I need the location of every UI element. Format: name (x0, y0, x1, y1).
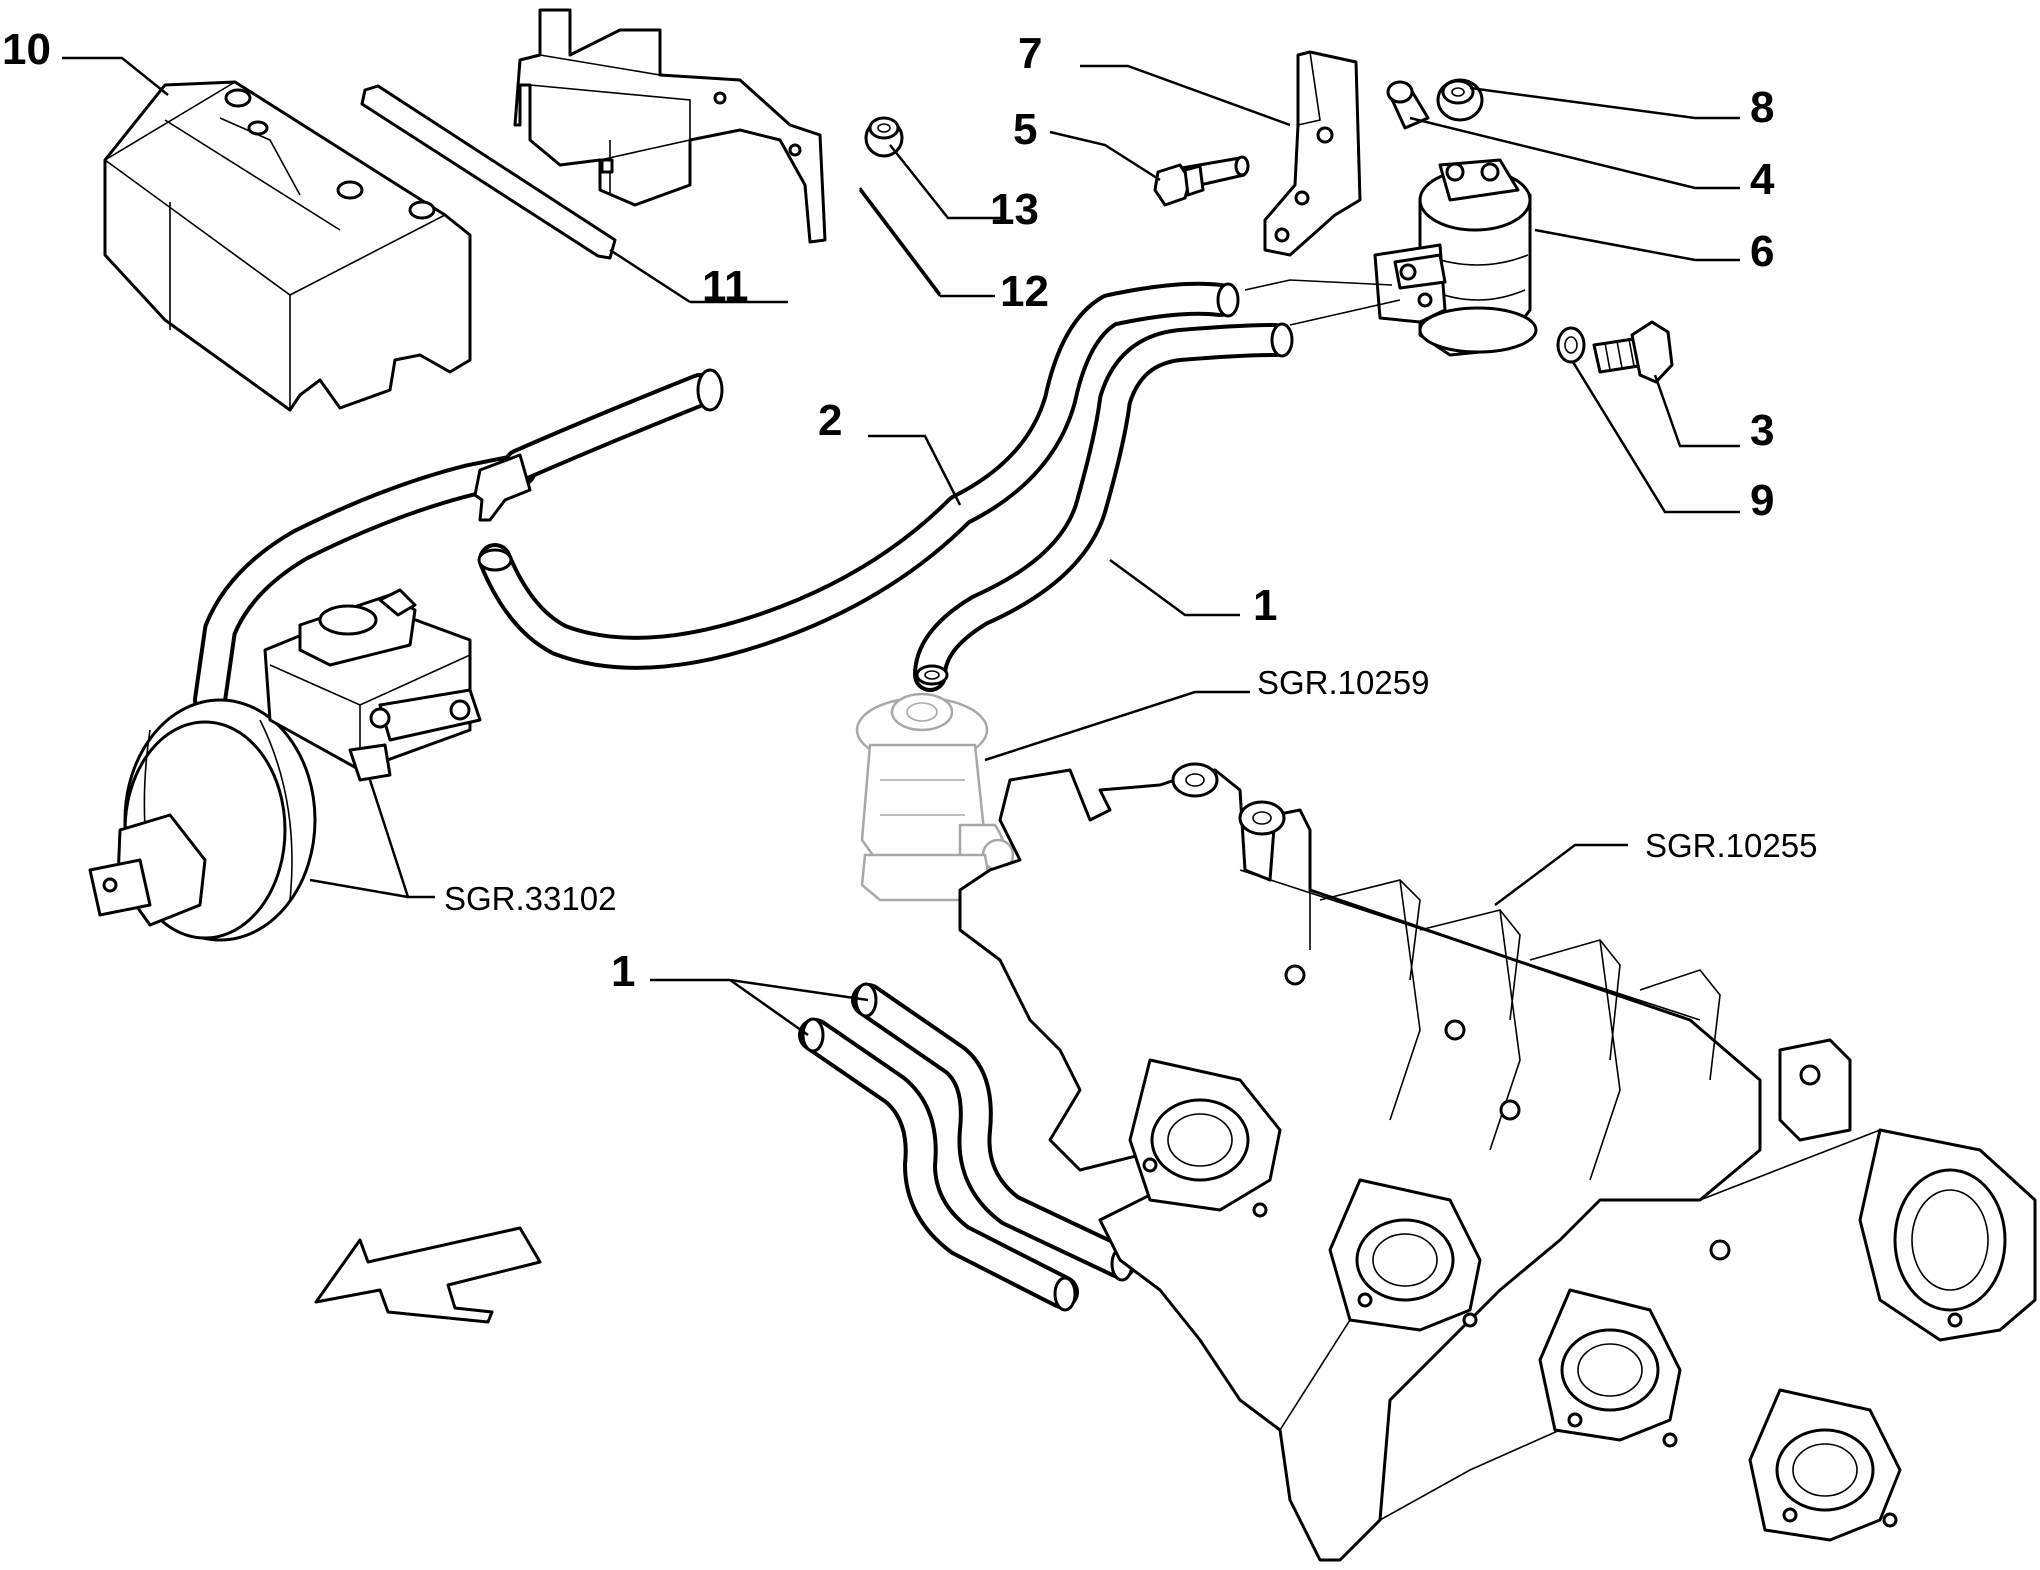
callout-5: 5 (1013, 105, 1037, 154)
brake-booster-assembly (88, 588, 482, 942)
part-3-bolt (1592, 320, 1674, 384)
part-6-solenoid-valve (1373, 158, 1538, 357)
part-9-washer (1556, 326, 1586, 364)
callout-9: 9 (1750, 476, 1774, 525)
direction-arrow-icon (314, 1226, 542, 1324)
callout-1-upper: 1 (1253, 581, 1277, 630)
callout-4: 4 (1750, 155, 1775, 204)
leader-lines (62, 56, 1740, 1037)
egr-valve-reference (855, 692, 1015, 902)
callout-8: 8 (1750, 83, 1774, 132)
callout-7: 7 (1018, 29, 1042, 78)
hose-part-1-lower (798, 982, 1137, 1312)
reference-intake-manifold: SGR.10255 (1645, 827, 1817, 864)
reference-egr-valve: SGR.10259 (1257, 664, 1429, 701)
part-11-sealing-strip (360, 84, 617, 260)
part-12-bracket (513, 8, 827, 244)
callout-1-lower: 1 (611, 947, 635, 996)
assembly-guide-lines (1244, 279, 1401, 326)
brake-vacuum-hose (193, 368, 724, 717)
callout-10: 10 (2, 25, 51, 74)
reference-brake-booster: SGR.33102 (444, 880, 616, 917)
part-4-spacer-sleeve (1386, 80, 1430, 130)
callout-12: 12 (1000, 267, 1049, 316)
callout-6: 6 (1750, 227, 1774, 276)
part-8-nut (1436, 78, 1484, 122)
hose-part-2 (477, 281, 1240, 670)
callout-3: 3 (1750, 406, 1774, 455)
part-13-nut (864, 116, 904, 158)
part-10-engine-cover (103, 80, 472, 412)
hose-part-1-upper (913, 322, 1294, 692)
callout-11: 11 (702, 262, 749, 311)
intake-manifold-reference (958, 762, 2037, 1562)
callout-13: 13 (990, 185, 1039, 234)
part-5-bolt (1153, 155, 1250, 207)
callout-2: 2 (818, 396, 842, 445)
part-7-bracket-plate (1263, 50, 1362, 257)
